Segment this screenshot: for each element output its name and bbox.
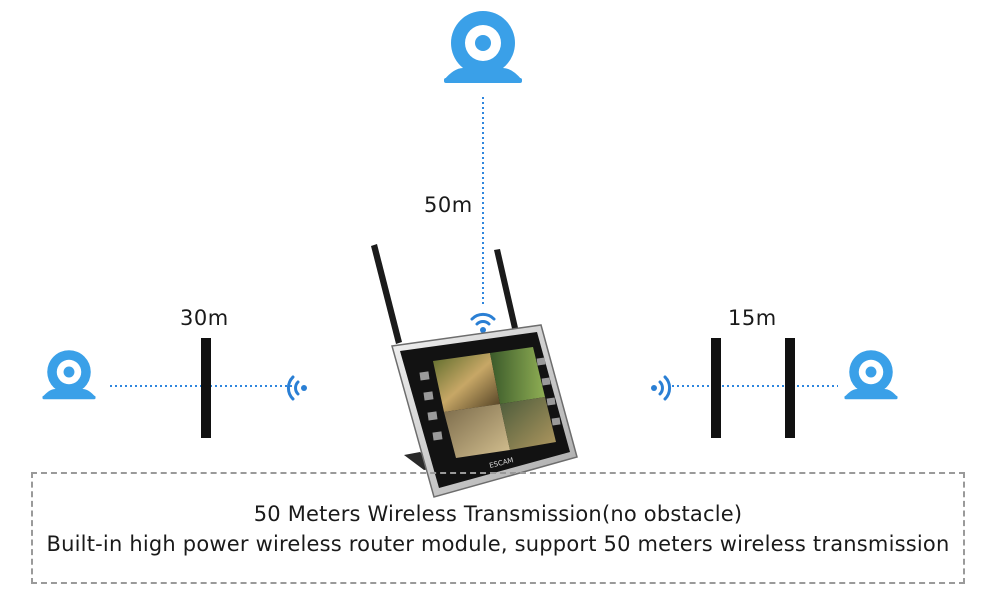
distance-label-right: 15m — [728, 306, 777, 330]
nvr-monitor-icon: ESCAM — [371, 244, 578, 498]
wifi-signal-icon — [651, 375, 672, 401]
camera-icon — [844, 350, 898, 400]
obstacle-wall-right-1 — [711, 338, 721, 438]
caption-description: Built-in high power wireless router modu… — [46, 532, 950, 556]
camera-icon — [444, 11, 522, 83]
distance-label-left: 30m — [180, 306, 229, 330]
camera-icon — [42, 350, 96, 400]
wifi-signal-icon — [286, 375, 307, 401]
caption-box: 50 Meters Wireless Transmission(no obsta… — [31, 472, 965, 584]
obstacle-wall-right-2 — [785, 338, 795, 438]
caption-title: 50 Meters Wireless Transmission(no obsta… — [253, 502, 743, 526]
obstacle-wall-left — [201, 338, 211, 438]
distance-label-top: 50m — [424, 193, 473, 217]
wifi-signal-icon — [470, 312, 496, 333]
